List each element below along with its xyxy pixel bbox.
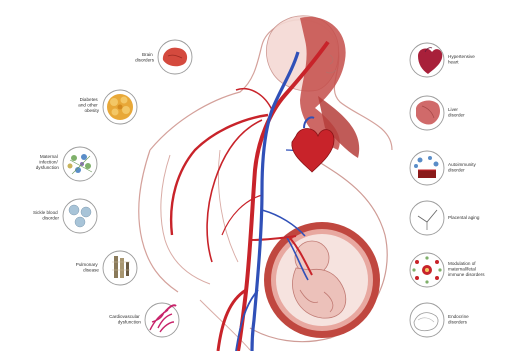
liver-label: Liver disorder <box>448 107 465 118</box>
risk-item-immune-modulation[interactable]: Modulation of maternal/fetal immune diso… <box>410 253 485 287</box>
placenta-label: Placental aging <box>448 215 480 220</box>
risk-item-diabetes[interactable]: Diabetes and other obesity <box>78 90 137 124</box>
uterus-with-fetus <box>264 222 380 338</box>
autoimmune-circle <box>410 151 444 185</box>
hypertension-label: Hypertensive heart <box>448 54 476 65</box>
risk-item-sickle-blood[interactable]: Sickle blood disorder <box>33 199 97 233</box>
diabetes-label: Diabetes and other obesity <box>78 97 99 113</box>
vascular-circle <box>145 303 179 337</box>
sickle-circle <box>63 199 97 233</box>
autoimmune-label: Autoimmunity disorder <box>448 162 477 173</box>
risk-item-liver[interactable]: Liver disorder <box>410 96 465 130</box>
risk-item-brain[interactable]: Brain disorders <box>135 40 192 74</box>
maternal-label: Maternal infection/ dysfunction <box>36 154 60 170</box>
endocrine-label: Endocrine disorders <box>448 314 470 325</box>
pulmonary-label: Pulmonary disease <box>76 262 100 273</box>
risk-item-endocrine[interactable]: Endocrine disorders <box>410 303 470 337</box>
risk-item-maternal-infection[interactable]: Maternal infection/ dysfunction <box>36 147 97 181</box>
vascular-label: Cardiovascular dysfunction <box>109 314 141 325</box>
sickle-label: Sickle blood disorder <box>33 210 60 221</box>
risk-item-pulmonary[interactable]: Pulmonary disease <box>76 251 137 285</box>
fat-cells-icon <box>107 94 133 120</box>
metabolism-label: Modulation of maternal/fetal immune diso… <box>448 261 485 277</box>
right-risk-factors: Hypertensive heart Liver disorder <box>410 43 485 337</box>
brain-label: Brain disorders <box>135 52 155 63</box>
risk-item-autoimmunity[interactable]: Autoimmunity disorder <box>410 151 477 185</box>
risk-item-cardiovascular[interactable]: Cardiovascular dysfunction <box>109 303 179 337</box>
risk-item-hypertensive-heart[interactable]: Hypertensive heart <box>410 43 476 77</box>
risk-item-placental-aging[interactable]: Placental aging <box>410 201 480 235</box>
left-risk-factors: Brain disorders Diabetes and other obesi… <box>33 40 192 337</box>
